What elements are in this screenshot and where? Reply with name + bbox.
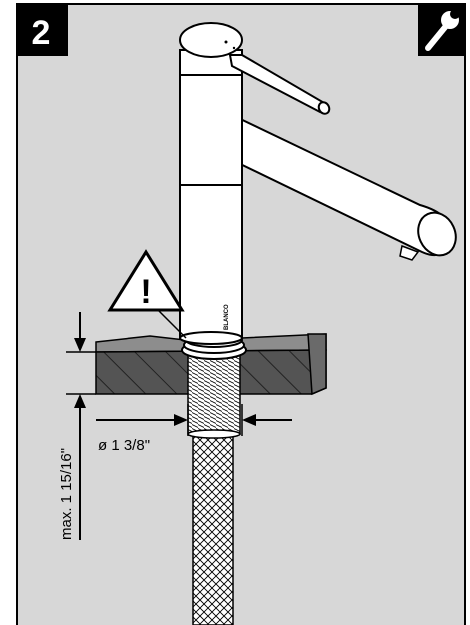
threaded-shank [187,351,241,439]
wrench-icon [425,9,460,51]
warning-leader-line [157,309,187,339]
supply-hose [192,429,234,625]
diameter-dimension [96,404,292,436]
step-number: 2 [32,14,51,52]
svg-text:BLANCO: BLANCO [224,304,230,330]
faucet: BLANCO [179,22,457,345]
thickness-dimension [66,312,96,540]
diameter-label: ø 1 3/8" [98,437,150,454]
warning-symbol: ! [140,273,151,311]
warning-triangle-icon: ! [107,249,185,312]
wrench-badge [418,4,466,56]
thickness-label: max. 1 15/16" [58,448,75,540]
step-badge: 2 [16,4,68,56]
